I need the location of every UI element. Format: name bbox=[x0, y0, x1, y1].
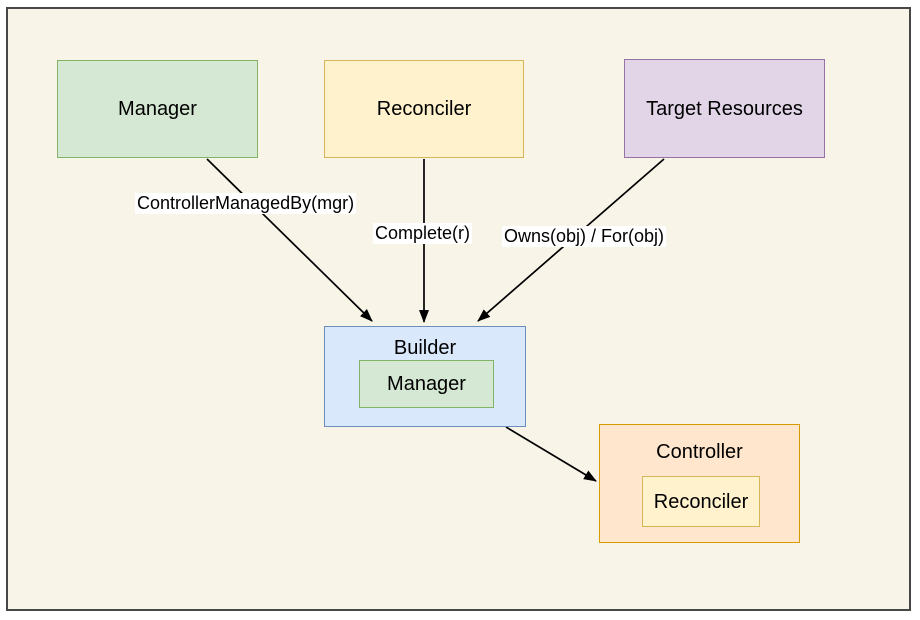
node-reconciler: Reconciler bbox=[324, 60, 524, 158]
edge-label-controllermanagedby: ControllerManagedBy(mgr) bbox=[135, 193, 357, 214]
node-manager-label: Manager bbox=[118, 98, 197, 120]
node-builder-inner-manager: Manager bbox=[359, 360, 494, 408]
node-controller-inner-reconciler-label: Reconciler bbox=[653, 490, 749, 513]
edge-label-complete: Complete(r) bbox=[373, 223, 473, 244]
node-builder-inner-manager-label: Manager bbox=[387, 373, 466, 395]
node-target-resources-label: Target Resources bbox=[646, 97, 803, 120]
node-controller-inner-reconciler: Reconciler bbox=[642, 476, 760, 527]
node-manager: Manager bbox=[57, 60, 258, 158]
node-controller: Controller Reconciler bbox=[599, 424, 800, 543]
edge-label-owns-for: Owns(obj) / For(obj) bbox=[502, 226, 667, 247]
node-builder: Builder Manager bbox=[324, 326, 526, 427]
node-builder-label: Builder bbox=[393, 337, 457, 359]
node-target-resources: Target Resources bbox=[624, 59, 825, 158]
node-controller-label: Controller bbox=[656, 441, 743, 463]
node-reconciler-label: Reconciler bbox=[376, 98, 472, 120]
